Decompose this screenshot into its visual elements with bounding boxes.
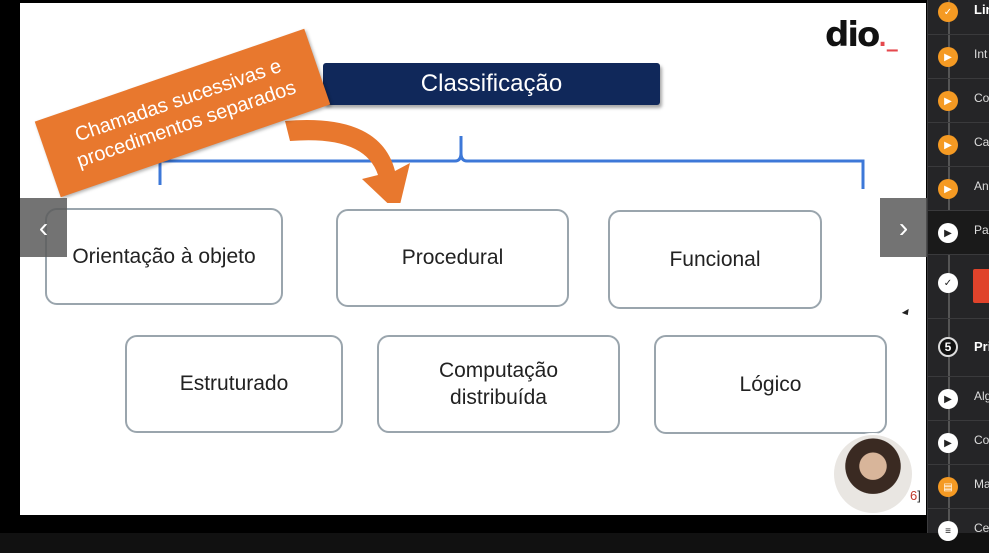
play-icon: ▶ [938,389,958,409]
classification-brace [158,120,865,203]
section-header-4[interactable]: ✓ Lin [928,0,989,34]
play-icon: ▶ [938,91,958,111]
sidebar-item-1[interactable]: ▶ Int [928,34,989,79]
box-procedural: Procedural [336,209,569,307]
slide-page-number: 6] [910,488,921,503]
mouse-cursor-icon [901,308,912,318]
sidebar-item-9[interactable]: ≡ Ce [928,508,989,553]
prev-slide-button[interactable]: ‹ [20,198,67,257]
complete-button[interactable] [973,269,989,303]
play-icon: ▶ [938,223,958,243]
video-viewer: dio._ Classificação Chamadas sucessivas … [0,0,927,533]
section-number-badge: 5 [938,337,958,357]
check-icon: ✓ [938,273,958,293]
sidebar-item-3[interactable]: ▶ Ca [928,122,989,167]
slide-title: Classificação [323,63,660,105]
document-icon: ▤ [938,477,958,497]
course-sidebar: ✓ Lin ▶ Int ▶ Co ▶ Ca ▶ An ▶ Par ✓ 5 Pri… [927,0,989,541]
sidebar-item-2[interactable]: ▶ Co [928,78,989,123]
sidebar-item-8[interactable]: ▤ Ma [928,464,989,509]
sidebar-item-5-current[interactable]: ▶ Par [928,210,989,255]
arrow-icon [285,120,410,203]
check-circle-icon: ✓ [938,2,958,22]
section-header-5[interactable]: 5 Pri [928,318,989,363]
sidebar-item-7[interactable]: ▶ Co [928,420,989,465]
chevron-left-icon: ‹ [38,211,49,243]
play-icon: ▶ [938,433,958,453]
sidebar-item-6[interactable]: ▶ Alg [928,376,989,421]
play-icon: ▶ [938,47,958,67]
chevron-right-icon: › [898,211,909,243]
play-icon: ▶ [938,179,958,199]
sidebar-item-4[interactable]: ▶ An [928,166,989,211]
box-computacao-distribuida: Computação distribuída [377,335,620,433]
video-bottom-bar [20,515,926,533]
progress-timeline [948,0,950,533]
box-orientacao-objeto: Orientação à objeto [45,208,283,305]
box-logico: Lógico [654,335,887,434]
sidebar-complete-row[interactable]: ✓ [928,254,989,313]
box-estruturado: Estruturado [125,335,343,433]
dio-logo: dio._ [825,15,898,55]
presenter-webcam [832,433,914,515]
presentation-slide: dio._ Classificação Chamadas sucessivas … [20,3,926,515]
next-slide-button[interactable]: › [880,198,927,257]
list-icon: ≡ [938,521,958,541]
play-icon: ▶ [938,135,958,155]
box-funcional: Funcional [608,210,822,309]
